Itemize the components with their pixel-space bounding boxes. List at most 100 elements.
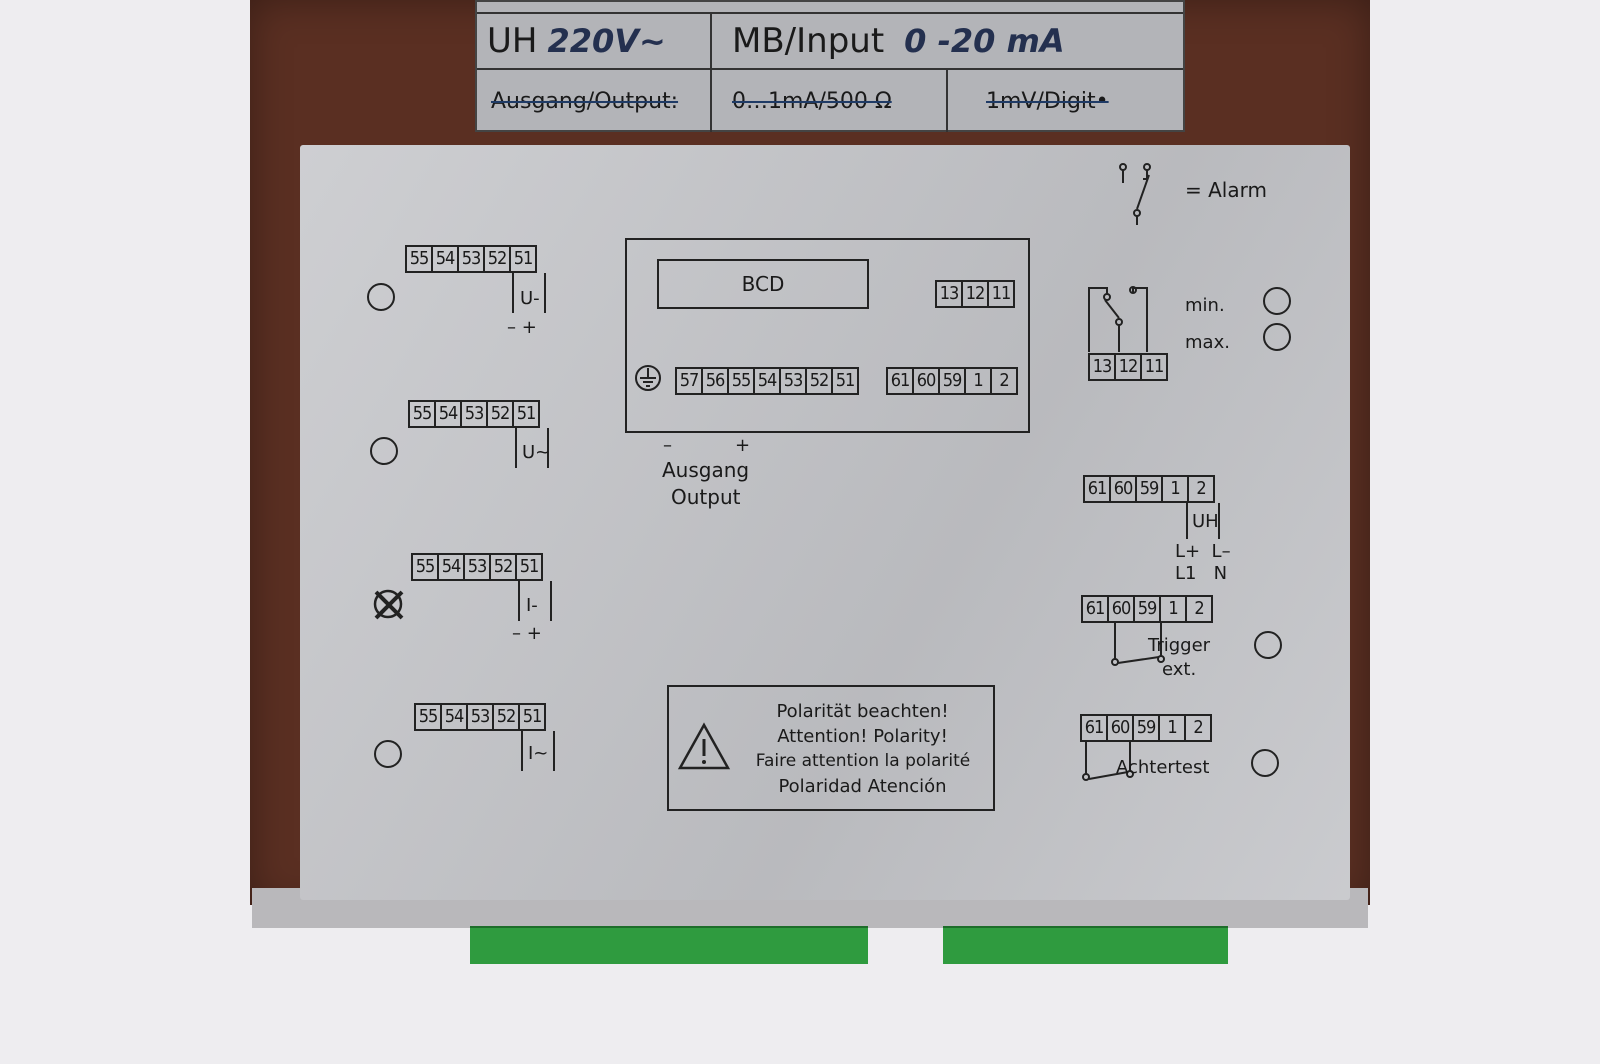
terminal-number: 13	[935, 280, 963, 308]
terminal-number: 53	[466, 703, 494, 731]
terminal-number: 57	[675, 367, 703, 395]
terminal-number: 52	[489, 553, 517, 581]
terminal-connector-left	[470, 926, 868, 964]
terminal-number: 2	[1187, 475, 1215, 503]
warning-line-en: Attention! Polarity!	[777, 726, 948, 747]
terminal-number: 59	[1135, 475, 1163, 503]
warning-line-es: Polaridad Atención	[778, 776, 947, 797]
bcd-label: BCD	[657, 259, 869, 309]
terminal-number: 55	[405, 245, 433, 273]
ground-icon	[635, 365, 661, 391]
terminal-number: 59	[938, 367, 966, 395]
terminal-connector-right	[943, 926, 1228, 964]
terminal-number: 55	[411, 553, 439, 581]
terminal-number: 1	[964, 367, 992, 395]
max-led	[1263, 323, 1291, 351]
terminal-number: 53	[779, 367, 807, 395]
achtertest-label: Achtertest	[1116, 757, 1210, 778]
relay-contact-diagram	[1088, 286, 1148, 352]
terminal-number: 1	[1161, 475, 1189, 503]
supply-line2: L1 N	[1175, 563, 1228, 584]
achtertest-led	[1251, 749, 1279, 777]
terminal-number: 51	[509, 245, 537, 273]
terminal-number: 2	[1184, 714, 1212, 742]
terminal-number: 52	[492, 703, 520, 731]
signal-label-i-dc: I-	[526, 595, 538, 616]
terminal-number: 54	[440, 703, 468, 731]
signal-label-u-ac: U~	[522, 442, 551, 463]
signal-label-u-dc: U-	[520, 288, 540, 309]
warning-line-de: Polarität beachten!	[776, 701, 949, 722]
max-label: max.	[1185, 332, 1230, 353]
achtertest-contact-icon	[1082, 740, 1134, 781]
terminal-number: 52	[486, 400, 514, 428]
terminal-number: 11	[987, 280, 1015, 308]
alarm-label: = Alarm	[1185, 178, 1267, 202]
terminal-number: 12	[961, 280, 989, 308]
terminal-number: 54	[434, 400, 462, 428]
terminal-number: 59	[1133, 595, 1161, 623]
warning-triangle-icon	[677, 722, 731, 770]
signal-label-i-ac: I~	[528, 743, 549, 764]
terminal-number: 59	[1132, 714, 1160, 742]
output-digit: 1mV/Digit•	[986, 88, 1109, 114]
terminal-number: 60	[1106, 714, 1134, 742]
terminal-number: 51	[831, 367, 859, 395]
polarity-label-i-dc: – +	[512, 623, 542, 644]
input-selector-i-ac	[374, 740, 402, 768]
input-selector-u-dc	[367, 283, 395, 311]
terminal-number: 1	[1159, 595, 1187, 623]
terminal-number: 52	[805, 367, 833, 395]
terminal-number: 55	[414, 703, 442, 731]
terminal-number: 60	[1107, 595, 1135, 623]
terminal-number: 53	[457, 245, 485, 273]
supply-value: 220V~	[547, 22, 666, 60]
terminal-number: 56	[701, 367, 729, 395]
trigger-ext-label: ext.	[1162, 659, 1197, 680]
input-label: MB/Input	[732, 21, 885, 61]
trigger-led	[1254, 631, 1282, 659]
polarity-warning-box	[667, 685, 995, 811]
terminal-number: 54	[437, 553, 465, 581]
terminal-number: 1	[1158, 714, 1186, 742]
terminal-number: 52	[483, 245, 511, 273]
terminal-number: 61	[886, 367, 914, 395]
trigger-contact-icon	[1111, 621, 1165, 666]
min-led	[1263, 287, 1291, 315]
ausgang-label: Ausgang	[662, 458, 750, 482]
rating-label: UH 220V~ MB/Input 0 -20 mA Ausgang/Outpu…	[475, 0, 1185, 132]
terminal-number: 53	[460, 400, 488, 428]
terminal-number: 60	[1109, 475, 1137, 503]
output-label-en: Output	[671, 485, 741, 509]
trigger-label: Trigger	[1148, 635, 1211, 656]
terminal-number: 61	[1080, 714, 1108, 742]
terminal-number: 12	[1114, 353, 1142, 381]
terminal-number: 2	[1185, 595, 1213, 623]
output-label: Ausgang/Output:	[491, 88, 679, 114]
terminal-number: 60	[912, 367, 940, 395]
terminal-number: 55	[408, 400, 436, 428]
terminal-number: 51	[515, 553, 543, 581]
bcd-polarity-label: – +	[663, 435, 751, 456]
terminal-number: 51	[512, 400, 540, 428]
terminal-number: 54	[431, 245, 459, 273]
terminal-number: 55	[727, 367, 755, 395]
supply-label: UH	[487, 21, 538, 61]
terminal-number: 61	[1083, 475, 1111, 503]
warning-line-fr: Faire attention la polarité	[755, 751, 971, 771]
polarity-label-u-dc: – +	[507, 317, 537, 338]
bcd-output-box	[625, 238, 1030, 433]
terminal-number: 11	[1140, 353, 1168, 381]
terminal-number: 61	[1081, 595, 1109, 623]
terminal-number: 13	[1088, 353, 1116, 381]
